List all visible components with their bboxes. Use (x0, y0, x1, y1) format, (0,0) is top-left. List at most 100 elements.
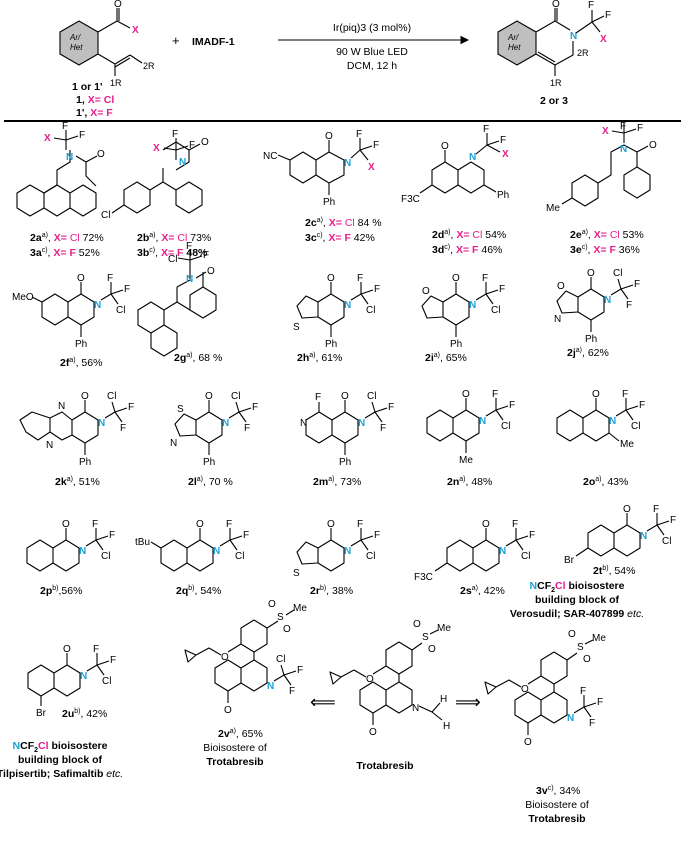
svg-text:Ph: Ph (325, 339, 337, 350)
svg-text:F: F (189, 140, 195, 151)
sm-label: 1 or 1' (72, 81, 103, 93)
compound-trotabresib: S Me O O O O N H H (329, 619, 451, 738)
label-2p: 2pb),56% (40, 585, 82, 597)
note-2t-line1: NCF2Cl bioisostere (530, 580, 625, 594)
label-2q: 2qb), 54% (176, 585, 221, 597)
svg-text:F: F (172, 129, 178, 140)
svg-text:N: N (98, 418, 105, 429)
svg-text:O: O (552, 0, 560, 10)
svg-text:N: N (179, 157, 186, 168)
svg-text:tBu: tBu (135, 537, 150, 548)
svg-text:N: N (213, 546, 220, 557)
svg-text:F: F (124, 284, 130, 295)
r2-group: 2R (143, 61, 155, 71)
svg-text:Br: Br (564, 555, 575, 566)
label-2a: 2aa), X= Cl 72% (30, 232, 104, 244)
note-2t-line2: building block of (535, 594, 619, 606)
svg-text:F: F (588, 0, 594, 11)
note-2v-line1: Bioisostere of (203, 742, 267, 754)
label-2g: 2ga), 68 % (174, 352, 222, 364)
compound-2m: N F O N Cl F F Ph (300, 391, 394, 468)
svg-text:O: O (649, 140, 657, 151)
svg-text:O: O (205, 391, 213, 402)
compound-2q: tBu O N F F Cl (135, 519, 249, 572)
svg-text:X: X (602, 126, 609, 137)
svg-text:N: N (344, 546, 351, 557)
label-2v: 2va), 65% (218, 728, 263, 740)
svg-text:Me: Me (546, 203, 560, 214)
svg-text:S: S (277, 612, 284, 623)
svg-text:F: F (373, 140, 379, 151)
label-3e: 3ec), X= F 36% (570, 244, 640, 256)
svg-text:N: N (344, 300, 351, 311)
svg-text:O: O (63, 644, 71, 655)
label-2u: 2ub), 42% (62, 708, 107, 720)
svg-text:Cl: Cl (101, 551, 110, 562)
svg-text:O: O (97, 149, 105, 160)
svg-text:F3C: F3C (401, 194, 420, 205)
svg-text:Me: Me (459, 455, 473, 466)
svg-text:N: N (344, 158, 351, 169)
svg-text:F: F (120, 423, 126, 434)
svg-text:O: O (221, 652, 229, 663)
svg-text:S: S (293, 568, 300, 579)
svg-text:Cl: Cl (367, 391, 376, 402)
svg-text:F: F (626, 300, 632, 311)
label-3c: 3cc), X= F 42% (305, 232, 375, 244)
svg-text:F: F (374, 530, 380, 541)
product-label: 2 or 3 (540, 95, 568, 107)
svg-text:O: O (81, 391, 89, 402)
svg-text:Ph: Ph (450, 339, 462, 350)
svg-text:F: F (653, 504, 659, 515)
svg-text:N: N (469, 300, 476, 311)
svg-text:O: O (325, 131, 333, 142)
label-2r: 2rb), 38% (310, 585, 353, 597)
svg-text:N: N (46, 440, 53, 451)
compound-2a: N O X F F (16, 121, 105, 217)
svg-text:Br: Br (36, 708, 47, 719)
svg-text:O: O (207, 266, 215, 277)
svg-text:Ph: Ph (79, 457, 91, 468)
svg-text:F: F (128, 402, 134, 413)
plus-sign: + (172, 33, 180, 48)
compound-2s: F3C O N F F Cl (414, 519, 535, 583)
svg-text:F: F (356, 129, 362, 140)
label-3d: 3dc), X= F 46% (432, 244, 502, 256)
label-2e: 2ea), X= Cl 53% (570, 229, 644, 241)
label-2n: 2na), 48% (447, 476, 492, 488)
svg-text:F: F (589, 718, 595, 729)
svg-text:N: N (499, 546, 506, 557)
svg-text:F: F (500, 135, 506, 146)
svg-text:F3C: F3C (414, 572, 433, 583)
label-2s: 2sa), 42% (460, 585, 505, 597)
compound-3v: S Me O O O O N F F F (484, 629, 606, 748)
svg-text:Ph: Ph (75, 339, 87, 350)
svg-text:Ph: Ph (585, 334, 597, 345)
svg-text:N: N (79, 546, 86, 557)
svg-text:N: N (479, 416, 486, 427)
svg-text:N: N (609, 416, 616, 427)
svg-text:Cl: Cl (521, 551, 530, 562)
ring-label-1: Ar/ (69, 33, 81, 42)
svg-text:Cl: Cl (276, 654, 285, 665)
svg-text:N: N (640, 531, 647, 542)
svg-text:Cl: Cl (107, 391, 116, 402)
svg-text:O: O (441, 141, 449, 152)
catalyst: Ir(piq)3 (3 mol%) (333, 22, 411, 34)
svg-text:O: O (428, 644, 436, 655)
svg-text:O: O (583, 654, 591, 665)
svg-text:Me: Me (293, 603, 307, 614)
svg-text:F: F (482, 273, 488, 284)
svg-text:O: O (422, 286, 430, 297)
sm-def1: 1, X= Cl (76, 94, 114, 106)
svg-text:F: F (374, 284, 380, 295)
svg-text:N: N (94, 300, 101, 311)
svg-text:N: N (300, 418, 307, 429)
compound-2t: Br O N F F Cl (564, 504, 676, 566)
note-2v-line2: Trotabresib (206, 756, 263, 768)
compound-2h: S O N F F Cl Ph (293, 273, 380, 350)
svg-text:Ph: Ph (497, 190, 509, 201)
svg-text:F: F (62, 121, 68, 132)
svg-text:F: F (110, 655, 116, 666)
svg-text:O: O (587, 268, 595, 279)
